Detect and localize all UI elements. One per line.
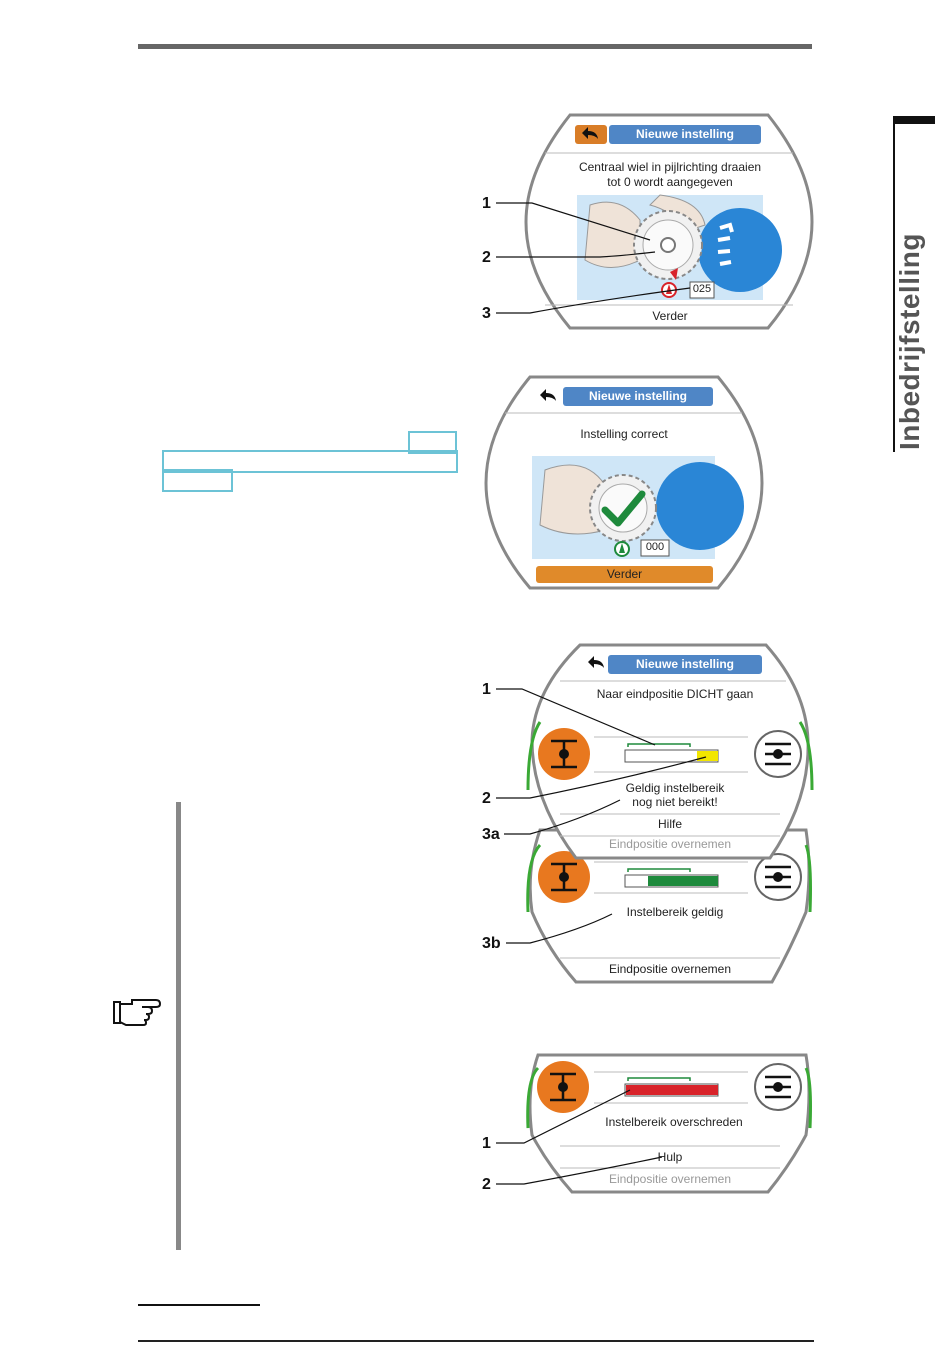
callout-3a: 3a: [482, 826, 500, 843]
callout-3b: 3b: [482, 935, 501, 952]
screen5-menu-item-help[interactable]: Hulp: [657, 1150, 683, 1164]
screen3-menu-item-accept[interactable]: Eindpositie overnemen: [608, 837, 732, 851]
bottom-rule: [138, 1340, 814, 1342]
screen4-status: Instelbereik geldig: [626, 905, 724, 919]
callout-2: 2: [482, 790, 491, 807]
back-arrow-icon: [588, 656, 604, 668]
link-box[interactable]: [408, 431, 457, 454]
screen3-status-line2: nog niet bereikt!: [632, 795, 718, 809]
screen2-footer-button[interactable]: Verder: [606, 567, 643, 581]
top-rule: [138, 44, 812, 49]
callout-2: 2: [482, 249, 491, 266]
link-box[interactable]: [162, 469, 233, 492]
screen1-title: Nieuwe instelling: [609, 125, 761, 144]
side-tab-marker: [893, 116, 935, 452]
screen3-status-line1: Geldig instelbereik: [625, 781, 725, 795]
screen1-instruction-line2: tot 0 wordt aangegeven: [607, 175, 733, 189]
screen3-title: Nieuwe instelling: [608, 655, 762, 674]
callout-1: 1: [482, 195, 491, 212]
check-icon: [601, 490, 646, 527]
callout-1: 1: [482, 681, 491, 698]
screen5-status: Instelbereik overschreden: [605, 1115, 743, 1129]
callout-2: 2: [482, 1176, 491, 1193]
screen1-footer-button[interactable]: Verder: [652, 309, 688, 323]
footnote-rule: [138, 1304, 260, 1306]
screen1-counter: 025: [692, 283, 712, 295]
screen1-instruction-line1: Centraal wiel in pijlrichting draaien: [578, 160, 762, 174]
screen2-counter: 000: [645, 541, 665, 553]
screen2-title: Nieuwe instelling: [563, 387, 713, 406]
back-arrow-icon: [582, 127, 598, 139]
note-bar: [176, 802, 181, 1250]
screen3-menu-item-help[interactable]: Hilfe: [657, 817, 682, 831]
screen4-menu-item-accept[interactable]: Eindpositie overnemen: [608, 962, 732, 976]
back-arrow-icon: [540, 389, 556, 401]
pointing-hand-icon: [113, 999, 162, 1026]
callout-3: 3: [482, 305, 491, 322]
screen3-instruction: Naar eindpositie DICHT gaan: [596, 687, 754, 701]
screen2-message: Instelling correct: [580, 427, 668, 441]
screen5-menu-item-accept[interactable]: Eindpositie overnemen: [608, 1172, 732, 1186]
link-box[interactable]: [162, 450, 458, 473]
callout-1: 1: [482, 1135, 491, 1152]
